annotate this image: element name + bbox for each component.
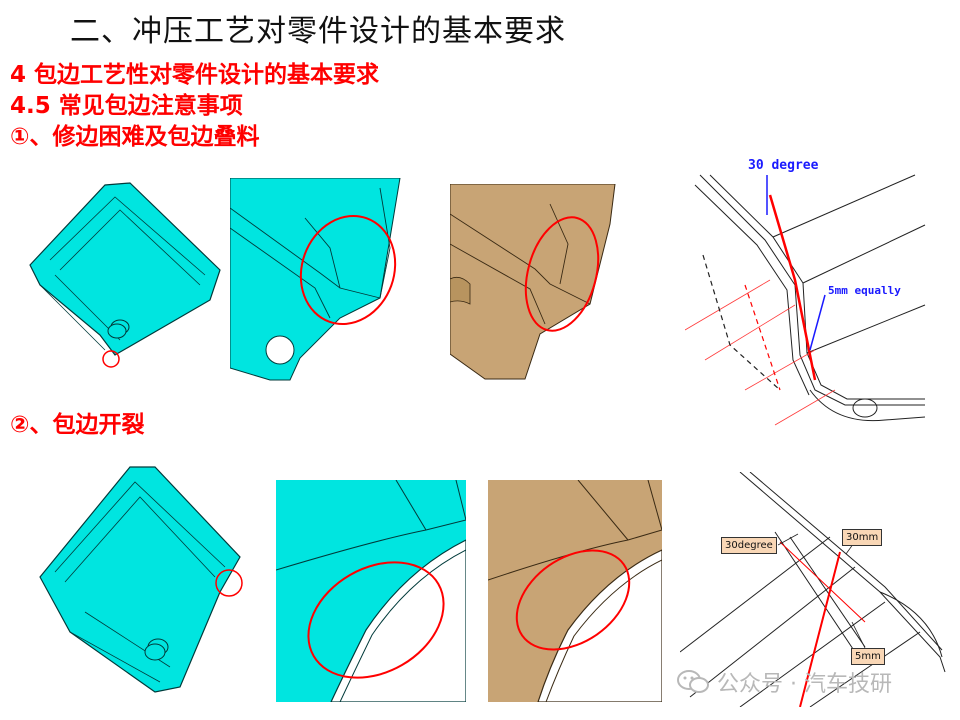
highlight-ellipse xyxy=(307,561,445,679)
annotation-30-degree-top: 30 degree xyxy=(748,158,819,173)
cyan-panel-overview-1 xyxy=(29,182,221,368)
annotation-5mm-equally: 5mm equally xyxy=(828,284,901,297)
watermark: 公众号 · 汽车技研 xyxy=(677,666,892,698)
highlight-ellipse xyxy=(515,549,631,651)
cyan-panel-overview-2 xyxy=(39,466,243,693)
label-30mm: 30mm xyxy=(842,529,883,546)
wechat-icon xyxy=(677,670,709,693)
highlight-ellipse xyxy=(524,216,600,332)
cyan-hem-detail-1 xyxy=(230,178,401,381)
highlight-ellipse xyxy=(299,214,397,326)
tan-crack-detail-2 xyxy=(488,480,662,702)
highlight-circle xyxy=(102,350,120,368)
item-hem-crack: ②、包边开裂 xyxy=(10,412,145,438)
subtitle-section-4: 4 包边工艺性对零件设计的基本要求 xyxy=(10,62,380,88)
tan-hem-detail-1 xyxy=(450,184,616,380)
page-title: 二、冲压工艺对零件设计的基本要求 xyxy=(70,14,566,49)
item-trim-difficulty: ①、修边困难及包边叠料 xyxy=(10,124,260,150)
hem-line-diagram-2 xyxy=(680,472,946,707)
hem-line-diagram-1 xyxy=(685,174,926,426)
watermark-text: 公众号 · 汽车技研 xyxy=(717,672,892,697)
highlight-circle xyxy=(215,569,243,597)
cyan-crack-detail-2 xyxy=(276,480,466,702)
subtitle-section-4-5: 4.5 常见包边注意事项 xyxy=(10,93,243,119)
label-5mm: 5mm xyxy=(851,648,885,665)
label-30-degree: 30degree xyxy=(721,537,777,554)
